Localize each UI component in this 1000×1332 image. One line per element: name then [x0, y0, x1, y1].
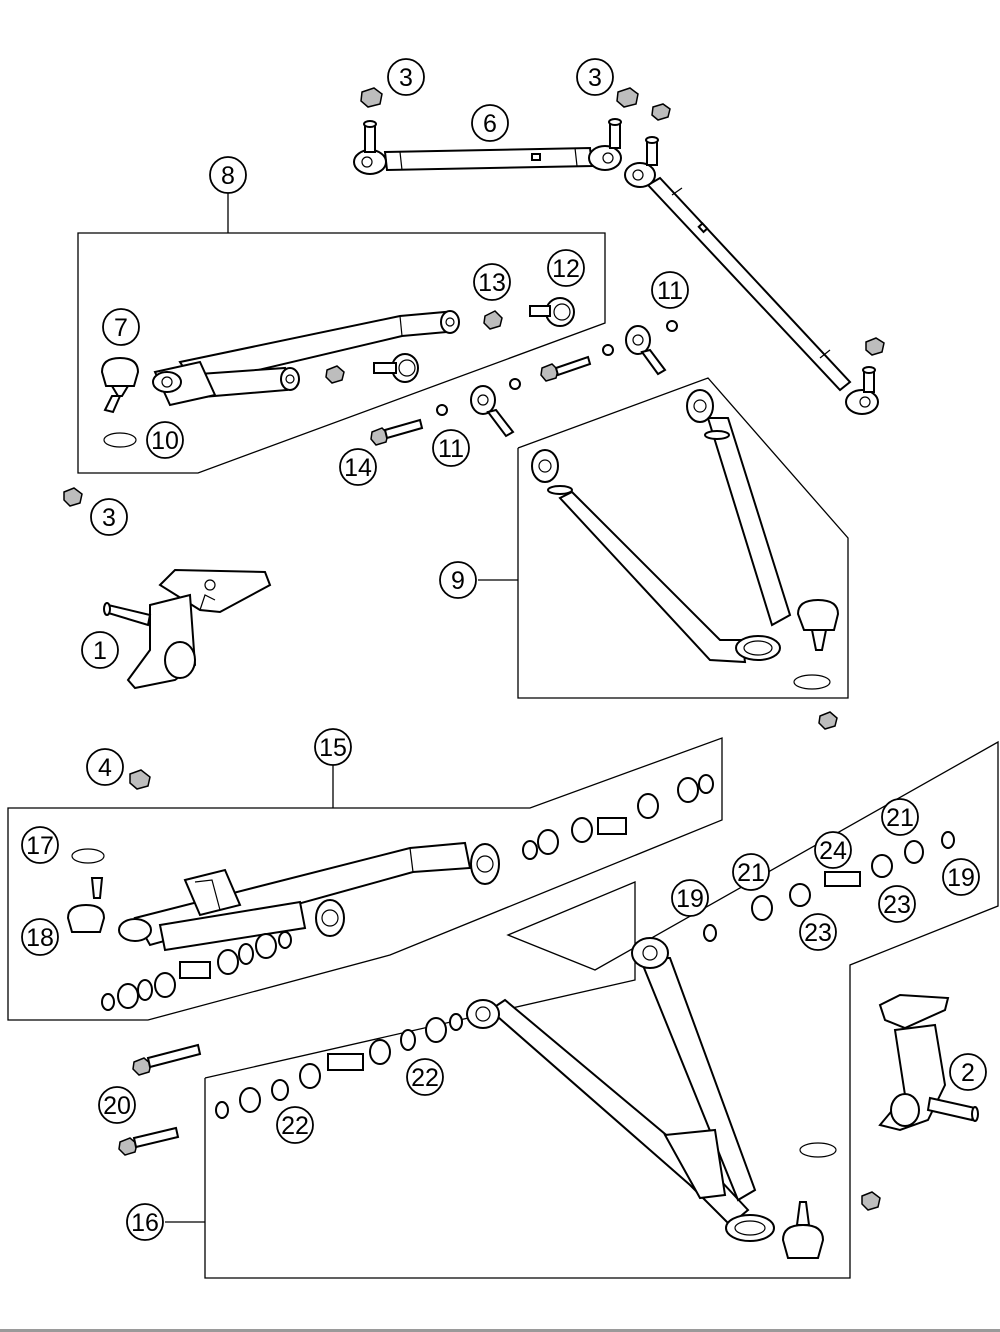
- ball-joint-icon: [100, 356, 140, 448]
- callout-3: 3: [576, 58, 614, 96]
- svg-text:21: 21: [886, 804, 914, 832]
- svg-text:4: 4: [98, 754, 112, 782]
- lower-arm-right: [466, 937, 881, 1259]
- svg-text:3: 3: [399, 64, 413, 92]
- callout-17: 17: [21, 826, 59, 864]
- svg-text:16: 16: [131, 1209, 159, 1237]
- callout-24: 24: [814, 831, 852, 869]
- callout-19: 19: [671, 879, 709, 917]
- svg-text:22: 22: [411, 1064, 439, 1092]
- svg-text:3: 3: [588, 64, 602, 92]
- callout-10: 10: [146, 421, 184, 459]
- svg-text:23: 23: [804, 919, 832, 947]
- callout-1: 1: [81, 631, 119, 669]
- upper-arm-left: [152, 310, 460, 407]
- link-rod-ends: [370, 320, 678, 446]
- bushing-spacers-16: [215, 831, 955, 1119]
- nut-icon: [360, 87, 671, 121]
- nut-icon: [129, 711, 838, 790]
- callout-6: 6: [471, 104, 509, 142]
- callout-13: 13: [473, 263, 511, 301]
- svg-text:23: 23: [883, 891, 911, 919]
- callout-2: 2: [949, 1053, 987, 1091]
- callout-15: 15: [314, 728, 352, 766]
- lower-arm-left: [118, 841, 500, 952]
- callout-8: 8: [209, 156, 247, 194]
- svg-text:24: 24: [819, 837, 847, 865]
- bushing-spacers-15: [66, 774, 714, 1011]
- callout-18: 18: [21, 918, 59, 956]
- svg-text:6: 6: [483, 110, 497, 138]
- svg-text:11: 11: [438, 435, 464, 463]
- svg-text:3: 3: [102, 504, 116, 532]
- callout-11: 11: [432, 429, 470, 467]
- svg-text:15: 15: [319, 734, 347, 762]
- nut-icon: [63, 487, 83, 507]
- group-frame-16: [165, 740, 999, 1279]
- callout-21: 21: [732, 853, 770, 891]
- callout-3: 3: [387, 58, 425, 96]
- svg-text:22: 22: [281, 1112, 309, 1140]
- svg-text:10: 10: [151, 427, 179, 455]
- bushing-icon: [325, 297, 575, 384]
- steering-knuckle-right: [878, 993, 979, 1132]
- steering-knuckle-left: [103, 568, 272, 690]
- callout-4: 4: [86, 748, 124, 786]
- callout-3: 3: [90, 498, 128, 536]
- svg-text:13: 13: [478, 269, 506, 297]
- svg-text:19: 19: [947, 864, 975, 892]
- svg-text:1: 1: [93, 637, 107, 665]
- upper-arm-right: [531, 389, 840, 690]
- group-frame-15: [7, 737, 723, 1021]
- svg-text:7: 7: [114, 314, 128, 342]
- svg-text:8: 8: [221, 162, 235, 190]
- group-frame-8: [77, 193, 606, 474]
- bottom-border: [0, 1329, 1000, 1332]
- callout-19: 19: [942, 858, 980, 896]
- callout-23: 23: [799, 913, 837, 951]
- callout-21: 21: [881, 798, 919, 836]
- svg-text:12: 12: [552, 255, 580, 283]
- callout-20: 20: [98, 1086, 136, 1124]
- svg-text:19: 19: [676, 885, 704, 913]
- callout-23: 23: [878, 885, 916, 923]
- svg-text:18: 18: [26, 924, 54, 952]
- callout-22: 22: [276, 1106, 314, 1144]
- callout-7: 7: [102, 308, 140, 346]
- svg-text:21: 21: [737, 859, 765, 887]
- callout-16: 16: [126, 1203, 164, 1241]
- bolt-icon: [118, 1043, 202, 1156]
- callout-11: 11: [651, 271, 689, 309]
- callout-22: 22: [406, 1058, 444, 1096]
- svg-text:14: 14: [344, 454, 372, 482]
- tie-rod-upper: [353, 118, 622, 175]
- svg-text:20: 20: [103, 1092, 131, 1120]
- callout-12: 12: [547, 249, 585, 287]
- callout-14: 14: [339, 448, 377, 486]
- svg-text:11: 11: [657, 277, 683, 305]
- svg-text:17: 17: [26, 832, 54, 860]
- svg-text:2: 2: [961, 1059, 975, 1087]
- svg-text:9: 9: [451, 567, 465, 595]
- callout-9: 9: [439, 561, 477, 599]
- tie-rod-diagonal: [624, 136, 885, 415]
- group-frame-9: [478, 377, 849, 699]
